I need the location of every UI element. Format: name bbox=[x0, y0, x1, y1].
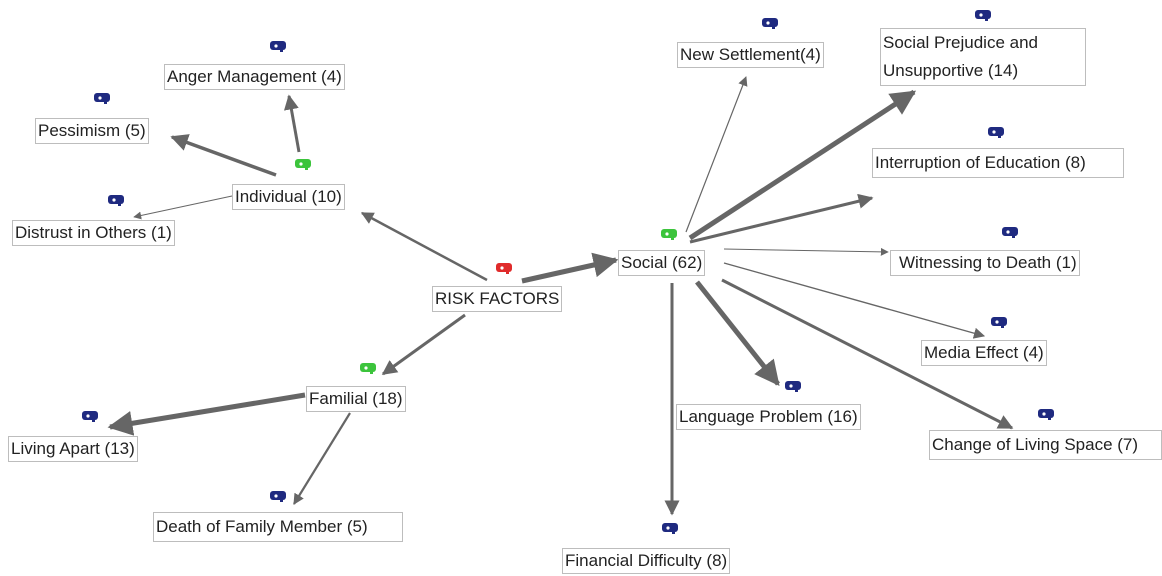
node-familial[interactable]: Familial (18) bbox=[306, 386, 406, 412]
code-node-icon bbox=[270, 41, 286, 52]
code-node-icon bbox=[1038, 409, 1054, 420]
node-social-prejudice[interactable]: Social Prejudice and Unsupportive (14) bbox=[880, 28, 1086, 86]
node-living-apart[interactable]: Living Apart (13) bbox=[8, 436, 138, 462]
code-node-icon bbox=[762, 18, 778, 29]
edge-social-prejudice bbox=[688, 89, 917, 241]
code-node-icon bbox=[108, 195, 124, 206]
code-node-icon bbox=[785, 381, 801, 392]
edge-social-media bbox=[723, 262, 986, 339]
edge-root-familial bbox=[381, 313, 466, 376]
node-social[interactable]: Social (62) bbox=[618, 250, 706, 276]
node-language-problem[interactable]: Language Problem (16) bbox=[676, 404, 861, 430]
node-interruption-of-education[interactable]: Interruption of Education (8) bbox=[872, 148, 1124, 178]
edge-individual-anger bbox=[283, 94, 301, 153]
edge-social-witnessing bbox=[723, 247, 889, 256]
node-financial-difficulty[interactable]: Financial Difficulty (8) bbox=[562, 548, 731, 574]
code-node-icon bbox=[975, 10, 991, 21]
edge-social-interruption bbox=[689, 193, 874, 244]
edge-social-language bbox=[695, 280, 780, 386]
edge-root-individual bbox=[360, 211, 488, 282]
edge-social-new-settlement bbox=[685, 76, 748, 233]
code-node-icon bbox=[270, 491, 286, 502]
edge-familial-living-apart bbox=[107, 392, 306, 436]
node-media-effect[interactable]: Media Effect (4) bbox=[921, 340, 1047, 366]
code-node-icon bbox=[1002, 227, 1018, 238]
node-death-of-family-member[interactable]: Death of Family Member (5) bbox=[153, 512, 403, 542]
code-node-icon bbox=[295, 159, 311, 170]
edge-social-living-space bbox=[721, 278, 1014, 430]
code-node-icon bbox=[662, 523, 678, 534]
node-risk-factors[interactable]: RISK FACTORS bbox=[432, 286, 563, 312]
code-node-icon bbox=[94, 93, 110, 104]
code-node-icon bbox=[82, 411, 98, 422]
code-node-icon bbox=[991, 317, 1007, 328]
node-new-settlement[interactable]: New Settlement(4) bbox=[677, 42, 824, 68]
code-node-icon bbox=[360, 363, 376, 374]
node-change-of-living-space[interactable]: Change of Living Space (7) bbox=[929, 430, 1162, 460]
edge-familial-death bbox=[293, 412, 351, 505]
node-distrust-in-others[interactable]: Distrust in Others (1) bbox=[12, 220, 175, 246]
code-node-icon bbox=[988, 127, 1004, 138]
code-node-icon bbox=[496, 263, 512, 274]
node-anger-management[interactable]: Anger Management (4) bbox=[164, 64, 345, 90]
code-node-icon bbox=[661, 229, 677, 240]
edge-individual-distrust bbox=[133, 195, 233, 220]
node-individual[interactable]: Individual (10) bbox=[232, 184, 345, 210]
node-witnessing-to-death[interactable]: Witnessing to Death (1) bbox=[890, 250, 1080, 276]
node-pessimism[interactable]: Pessimism (5) bbox=[35, 118, 149, 144]
edge-individual-pessimism bbox=[170, 134, 277, 177]
edge-root-social bbox=[521, 252, 619, 284]
